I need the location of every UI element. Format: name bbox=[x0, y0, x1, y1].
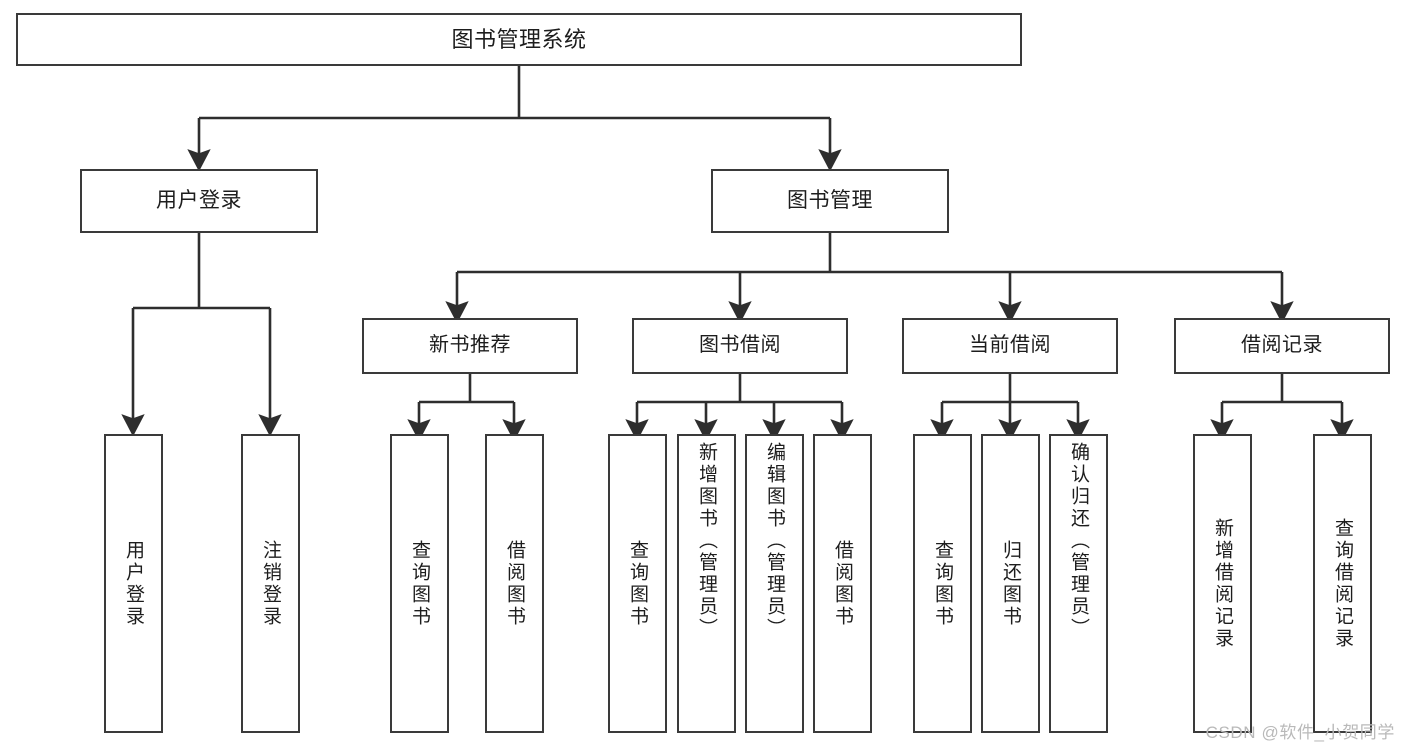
node-leaf-borrow-record-query-label: 查询借阅记录 bbox=[1332, 517, 1353, 650]
node-leaf-current-borrow-query[interactable]: 查询图书 bbox=[913, 434, 972, 733]
node-leaf-book-borrow-edit-label: 编辑图书（管理员） bbox=[764, 442, 785, 640]
node-leaf-current-borrow-confirm-label: 确认归还（管理员） bbox=[1068, 442, 1089, 640]
node-leaf-book-borrow-edit[interactable]: 编辑图书（管理员） bbox=[745, 434, 804, 733]
node-leaf-borrow-record-add-label: 新增借阅记录 bbox=[1212, 517, 1233, 650]
node-leaf-book-borrow-add[interactable]: 新增图书（管理员） bbox=[677, 434, 736, 733]
node-borrow-record[interactable]: 借阅记录 bbox=[1174, 318, 1390, 374]
node-leaf-user-login-signout-label: 注销登录 bbox=[260, 539, 281, 628]
node-leaf-borrow-record-add[interactable]: 新增借阅记录 bbox=[1193, 434, 1252, 733]
node-leaf-book-borrow-borrow[interactable]: 借阅图书 bbox=[813, 434, 872, 733]
node-current-borrow-label: 当前借阅 bbox=[969, 334, 1051, 357]
node-leaf-new-book-borrow-label: 借阅图书 bbox=[504, 539, 525, 628]
node-leaf-current-borrow-return-label: 归还图书 bbox=[1000, 539, 1021, 628]
node-leaf-book-borrow-borrow-label: 借阅图书 bbox=[832, 539, 853, 628]
node-leaf-book-borrow-add-label: 新增图书（管理员） bbox=[696, 442, 717, 640]
node-leaf-new-book-query[interactable]: 查询图书 bbox=[390, 434, 449, 733]
node-leaf-book-borrow-query-label: 查询图书 bbox=[627, 539, 648, 628]
node-leaf-current-borrow-return[interactable]: 归还图书 bbox=[981, 434, 1040, 733]
node-leaf-user-login-signout[interactable]: 注销登录 bbox=[241, 434, 300, 733]
node-root-system[interactable]: 图书管理系统 bbox=[16, 13, 1022, 66]
node-leaf-current-borrow-confirm[interactable]: 确认归还（管理员） bbox=[1049, 434, 1108, 733]
node-leaf-current-borrow-query-label: 查询图书 bbox=[932, 539, 953, 628]
node-current-borrow[interactable]: 当前借阅 bbox=[902, 318, 1118, 374]
node-leaf-borrow-record-query[interactable]: 查询借阅记录 bbox=[1313, 434, 1372, 733]
node-book-borrow-label: 图书借阅 bbox=[699, 334, 781, 357]
node-book-management[interactable]: 图书管理 bbox=[711, 169, 949, 233]
node-book-borrow[interactable]: 图书借阅 bbox=[632, 318, 848, 374]
node-borrow-record-label: 借阅记录 bbox=[1241, 334, 1323, 357]
node-book-management-label: 图书管理 bbox=[787, 188, 873, 212]
csdn-watermark: CSDN @软件_小贺同学 bbox=[1205, 723, 1395, 742]
node-new-book-recommend-label: 新书推荐 bbox=[429, 334, 511, 357]
node-new-book-recommend[interactable]: 新书推荐 bbox=[362, 318, 578, 374]
node-user-login[interactable]: 用户登录 bbox=[80, 169, 318, 233]
node-leaf-book-borrow-query[interactable]: 查询图书 bbox=[608, 434, 667, 733]
node-user-login-label: 用户登录 bbox=[156, 188, 242, 212]
node-root-system-label: 图书管理系统 bbox=[451, 26, 587, 52]
node-leaf-new-book-borrow[interactable]: 借阅图书 bbox=[485, 434, 544, 733]
node-leaf-user-login-signin[interactable]: 用户登录 bbox=[104, 434, 163, 733]
node-leaf-user-login-signin-label: 用户登录 bbox=[123, 539, 144, 628]
node-leaf-new-book-query-label: 查询图书 bbox=[409, 539, 430, 628]
